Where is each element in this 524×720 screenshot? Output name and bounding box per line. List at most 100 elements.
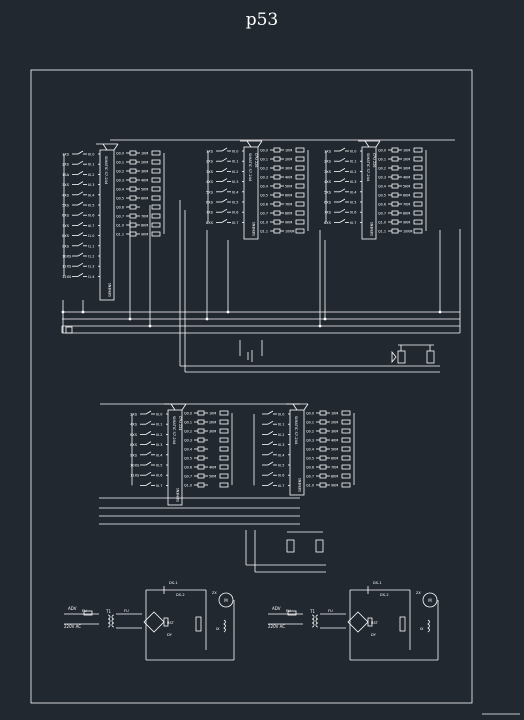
relay-coil — [319, 446, 327, 452]
switch-contact — [77, 252, 84, 257]
input-label: 11XS — [130, 474, 140, 478]
input-address: I0.3 — [88, 183, 94, 187]
relay-coil — [391, 210, 399, 216]
output-label: 6KM — [403, 194, 410, 198]
junction-dot — [438, 310, 442, 314]
output-terminal — [341, 464, 351, 470]
transformer-coil — [107, 622, 111, 628]
output-address: Q0.6 — [306, 466, 314, 470]
wire — [303, 403, 309, 411]
output-label: 2KM — [285, 158, 292, 162]
plc-brand-label: SIEMENS — [298, 478, 302, 492]
plc-brand-label: SIEMENS — [252, 222, 256, 236]
output-address: Q0.2 — [378, 167, 386, 171]
plc-brand-label: SIEMENS — [108, 283, 112, 297]
output-label: 9KM — [331, 484, 338, 488]
output-terminal — [413, 210, 423, 216]
input-address: I0.0 — [156, 413, 162, 417]
relay-coil — [197, 446, 205, 452]
relay-coil — [391, 219, 399, 225]
junction-dot — [148, 324, 152, 328]
label-ds1: DS-1 — [169, 581, 178, 585]
output-terminal — [413, 165, 423, 171]
output-address: Q0.4 — [260, 185, 268, 189]
input-label: 9XS — [62, 244, 70, 248]
switch-contact — [221, 208, 228, 213]
relay-coil — [319, 410, 327, 416]
label-adv: ADV — [68, 606, 77, 611]
output-label: 9KM — [285, 221, 292, 225]
relay-coil — [319, 455, 327, 461]
output-label: 3KM — [141, 170, 148, 174]
input-address: I1.4 — [88, 275, 94, 279]
output-label: 5KM — [209, 475, 216, 479]
output-label: 4KM — [285, 176, 292, 180]
output-label: 8KM — [331, 475, 338, 479]
output-terminal — [219, 464, 229, 470]
output-address: Q1.0 — [116, 224, 124, 228]
output-terminal — [413, 219, 423, 225]
transformer-coil — [311, 618, 315, 624]
input-address: I0.6 — [156, 474, 162, 478]
input-label: 3XS — [130, 413, 138, 417]
input-address: I1.1 — [88, 244, 94, 248]
input-label: 1XS — [62, 153, 70, 157]
output-label: 2KM — [141, 161, 148, 165]
input-label: 6XS — [206, 201, 214, 205]
relay-coil — [391, 201, 399, 207]
label-ix: IX — [216, 627, 220, 631]
relay-coil — [391, 156, 399, 162]
output-address: Q0.1 — [378, 158, 386, 162]
label-rst: RST — [371, 621, 379, 625]
switch-contact — [267, 482, 274, 486]
output-label: 4KM — [331, 439, 338, 443]
output-label: 7KM — [285, 203, 292, 207]
switch-contact — [77, 211, 84, 216]
junction-dot — [226, 310, 230, 314]
output-label: 9KM — [141, 233, 148, 237]
label-rst: RST — [167, 621, 175, 625]
transformer-coil — [315, 614, 319, 620]
output-terminal — [295, 174, 305, 180]
output-terminal — [295, 147, 305, 153]
output-terminal — [219, 446, 229, 452]
switch-contact — [267, 451, 274, 456]
input-address: I0.0 — [278, 413, 284, 417]
input-label: 3XS — [206, 170, 214, 174]
switch-contact — [339, 198, 346, 203]
switch-contact — [339, 147, 346, 152]
transformer-coil — [111, 614, 115, 620]
relay-coil — [391, 228, 399, 234]
output-address: Q0.5 — [378, 194, 386, 198]
output-terminal — [295, 156, 305, 162]
output-label: 2KM — [331, 421, 338, 425]
switch-contact — [77, 201, 84, 206]
input-address: I1.0 — [88, 234, 94, 238]
relay-k1-lower — [286, 539, 295, 553]
switch-contact — [77, 191, 84, 196]
output-terminal — [151, 231, 161, 237]
relay-coil — [273, 228, 281, 234]
junction-dot — [81, 310, 85, 314]
output-terminal — [151, 150, 161, 156]
switch-contact — [339, 157, 346, 162]
output-label: 10KM — [285, 230, 295, 234]
input-address: I0.1 — [88, 163, 94, 167]
switch-contact — [339, 178, 346, 182]
switch-contact — [221, 168, 228, 172]
junction-dot — [128, 317, 132, 321]
relay-coil — [197, 437, 205, 443]
output-address: Q0.1 — [184, 421, 192, 425]
switch-contact — [267, 431, 274, 435]
input-label: 6XS — [324, 201, 332, 205]
drawing-frame — [30, 69, 473, 704]
wire — [364, 140, 370, 148]
relay-coil — [319, 482, 327, 488]
output-address: Q0.4 — [116, 188, 124, 192]
input-label: 5XS — [324, 190, 332, 194]
relay-coil — [273, 183, 281, 189]
bridge-rectifier — [143, 611, 165, 633]
label-motor: M — [428, 598, 432, 603]
switch-contact — [145, 431, 152, 435]
input-address: I0.7 — [88, 224, 94, 228]
